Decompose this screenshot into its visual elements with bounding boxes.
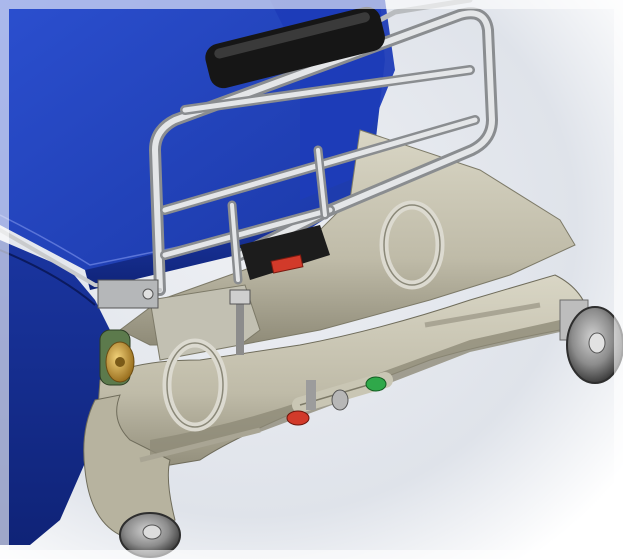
oxygen-holders xyxy=(162,200,445,432)
pedal-green-button xyxy=(365,376,387,392)
mattress-seam xyxy=(0,249,96,306)
push-handle-highlight xyxy=(214,12,370,59)
side-rail-bar-3-hl xyxy=(162,207,333,258)
brass-valve xyxy=(99,329,135,386)
mattress-seam-top xyxy=(0,214,301,266)
mattress-side-panel xyxy=(0,240,110,545)
pedal-red-button xyxy=(286,410,310,426)
brass-valve-center xyxy=(115,357,125,367)
pedal-rail-left xyxy=(139,427,261,463)
link-rod xyxy=(236,295,244,355)
rail-latch-red-indicator xyxy=(270,254,304,274)
rail-latch-housing xyxy=(240,225,330,280)
push-handle xyxy=(205,6,385,89)
rail-hinge-bolt xyxy=(142,288,154,300)
pedal-stem xyxy=(306,380,316,410)
mechanism-link xyxy=(229,289,251,355)
side-rail-bar-1-hl xyxy=(182,67,473,113)
side-rail-outer-frame-highlight xyxy=(151,10,496,293)
link-clamp xyxy=(229,289,251,305)
pedal-rail-right xyxy=(424,302,541,328)
caster-hub-right xyxy=(588,332,606,354)
side-rail xyxy=(0,0,499,296)
side-rail-post-mid-hl xyxy=(230,203,240,282)
side-rail-post-right-hl xyxy=(316,148,327,217)
brake-pedal-control xyxy=(286,372,393,426)
rail-hinge xyxy=(97,279,159,309)
rail-latch xyxy=(240,225,330,280)
caster-wheels xyxy=(119,299,623,558)
pedal-pivot xyxy=(331,389,349,411)
caster-hub-left xyxy=(142,524,162,540)
oxygen-ring-right-shade xyxy=(383,204,441,286)
oxygen-ring-left-shade xyxy=(166,342,224,428)
